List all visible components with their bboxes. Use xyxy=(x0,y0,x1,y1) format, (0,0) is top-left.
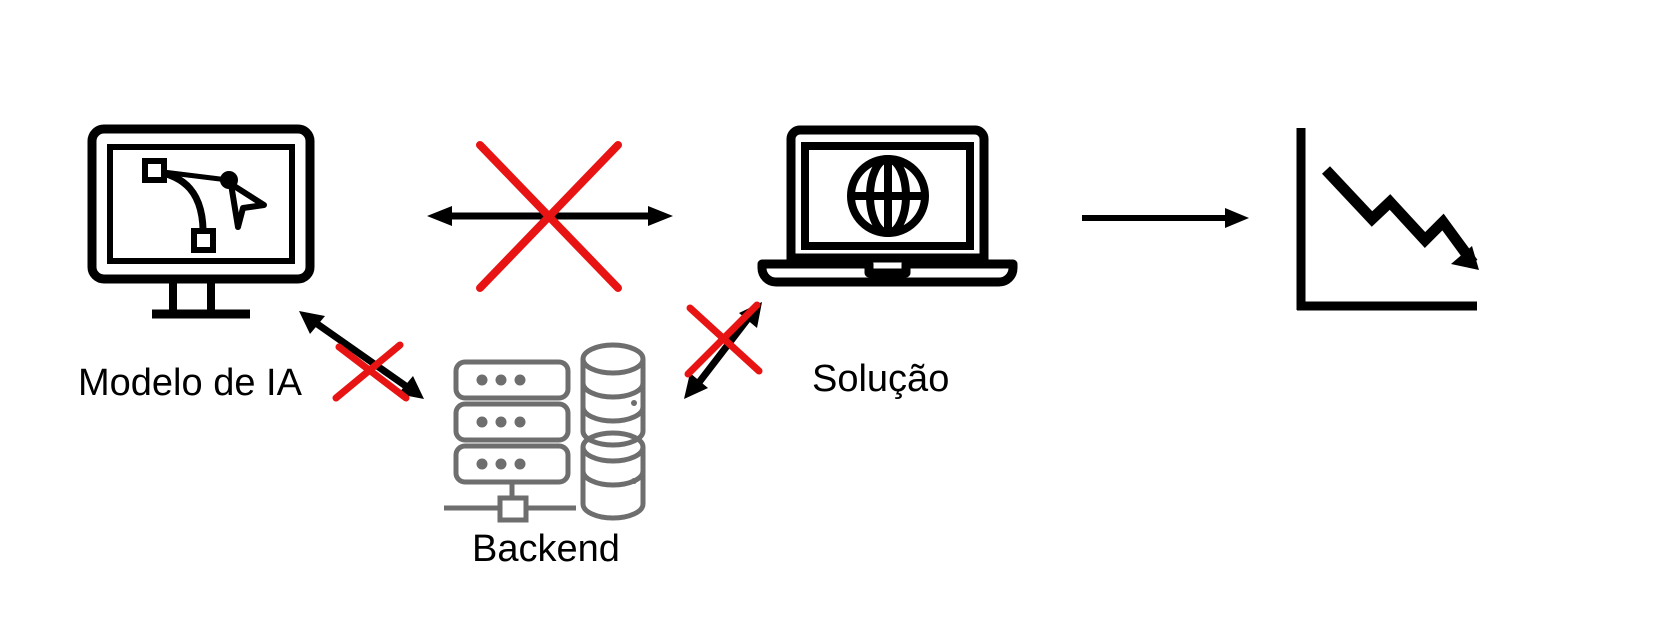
cursor-pointer-icon xyxy=(228,181,267,230)
arrowhead-downleft xyxy=(684,373,708,399)
monitor-screen xyxy=(107,144,295,264)
cross-out-model-to-backend xyxy=(332,341,410,402)
cross-out-backend-to-solution xyxy=(684,301,763,378)
db-bottom-ring-1 xyxy=(580,470,646,488)
db-bottom-body xyxy=(580,447,646,521)
connector-model-to-backend xyxy=(299,311,424,399)
laptop-lid xyxy=(786,125,989,263)
arrowhead-upleft xyxy=(299,311,325,334)
connector-solution-to-chart xyxy=(1082,208,1249,228)
node-label-solution: Solução xyxy=(812,358,950,400)
laptop-globe-icon xyxy=(757,125,1018,287)
declining-chart-icon xyxy=(1296,128,1479,311)
server-dot xyxy=(514,416,526,428)
server-dot xyxy=(514,458,526,470)
arrowhead-right xyxy=(648,206,673,226)
server-unit-1 xyxy=(453,359,571,401)
chart-trend-line xyxy=(1321,166,1478,267)
node-label-ai-model: Modelo de IA xyxy=(78,362,302,404)
db-top-ring-1 xyxy=(580,382,646,400)
connector-line xyxy=(310,318,413,392)
server-switch-box xyxy=(497,495,529,523)
db-bottom-cap xyxy=(580,430,646,464)
db-top-body xyxy=(580,359,646,448)
arrowhead-left xyxy=(427,206,452,226)
chart-trend-arrowhead xyxy=(1451,246,1479,270)
monitor-bezier-icon xyxy=(87,124,315,319)
cross-stroke-b xyxy=(476,141,622,292)
server-dot xyxy=(476,416,488,428)
bezier-control-point-top xyxy=(142,158,167,183)
cross-stroke-b xyxy=(332,341,404,402)
server-dot xyxy=(476,374,488,386)
server-dot xyxy=(495,416,507,428)
arrowhead-right xyxy=(1225,208,1249,228)
bezier-control-point-bottom xyxy=(191,228,216,253)
connector-line xyxy=(694,313,753,388)
server-rack-icon xyxy=(444,359,576,523)
server-unit-3 xyxy=(453,443,571,485)
laptop-base xyxy=(757,259,1018,287)
monitor-outer-frame xyxy=(87,124,315,284)
db-indicator-dot xyxy=(631,400,637,406)
server-unit-2 xyxy=(453,401,571,443)
server-dot xyxy=(495,458,507,470)
database-cylinder-top-icon xyxy=(580,342,646,448)
server-dot xyxy=(495,374,507,386)
laptop-screen xyxy=(801,142,974,250)
server-dot xyxy=(514,374,526,386)
cross-out-model-to-solution xyxy=(476,141,622,292)
server-dot xyxy=(476,458,488,470)
database-cylinder-bottom-icon xyxy=(580,430,646,521)
monitor-stand-neck xyxy=(169,279,215,310)
cross-stroke-b xyxy=(684,301,761,378)
db-top-cap xyxy=(580,342,646,376)
globe-meridian-ellipse xyxy=(866,155,910,237)
db-top-ring-2 xyxy=(580,406,646,424)
cross-stroke-a xyxy=(335,343,410,402)
bezier-handle-line xyxy=(154,168,229,183)
db-indicator-dot xyxy=(631,478,637,484)
node-label-backend: Backend xyxy=(472,528,620,570)
